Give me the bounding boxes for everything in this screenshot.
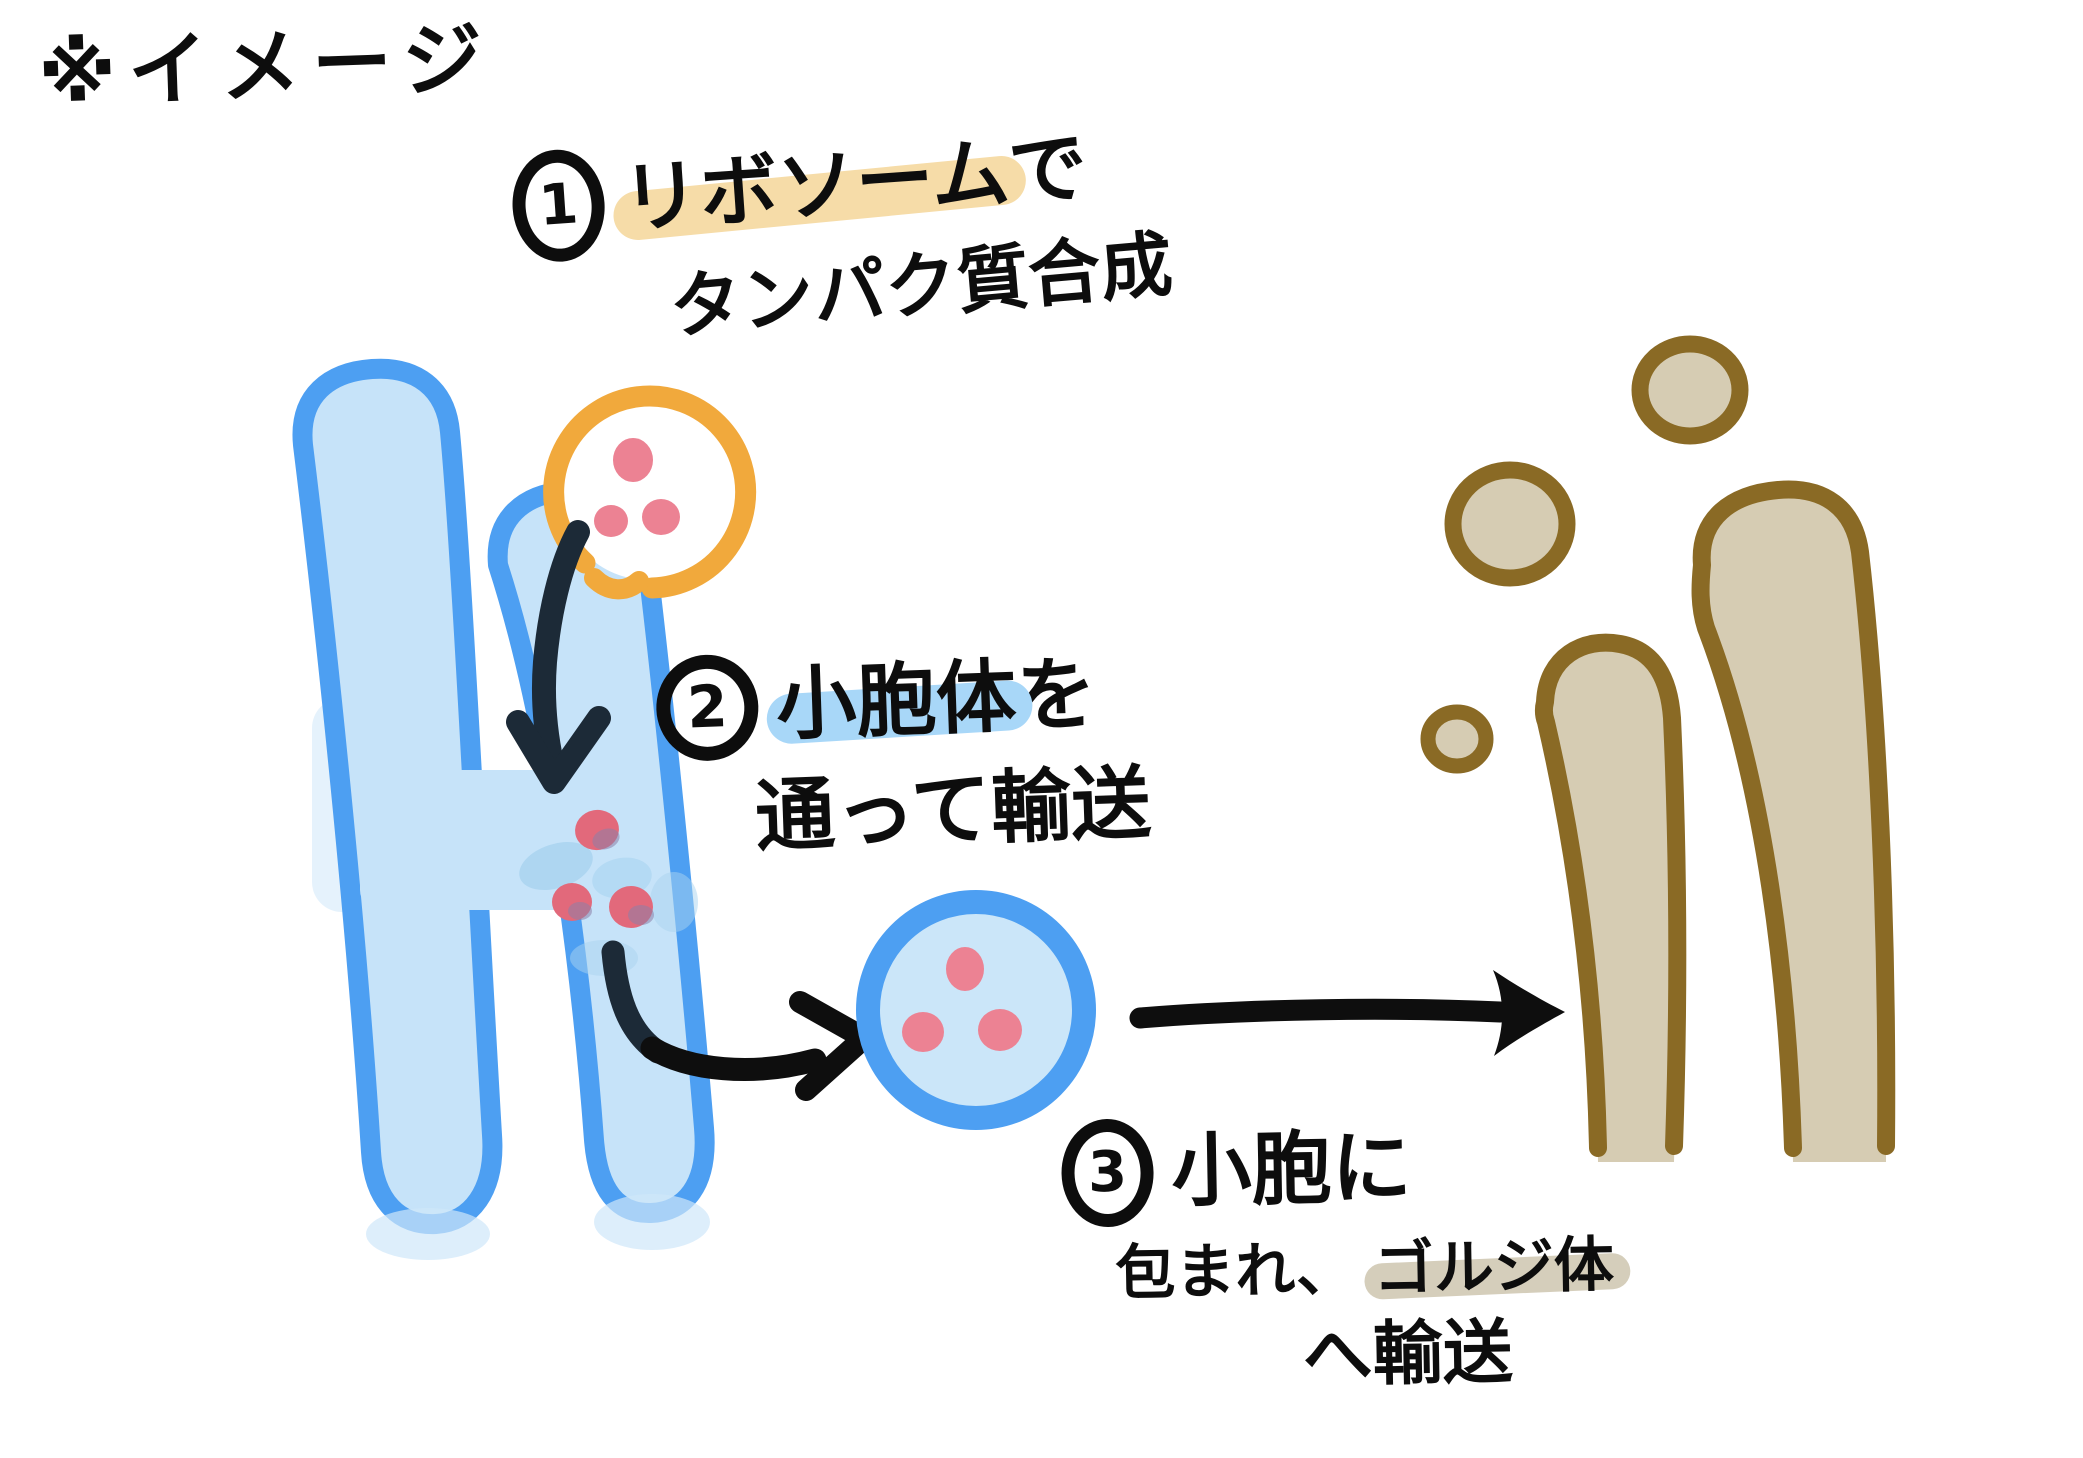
protein-dot-shade (592, 828, 620, 850)
er-right-leg-halo (594, 1194, 710, 1250)
golgi-cisterna-right (1700, 489, 1887, 1162)
arrow-shaft (1129, 998, 1511, 1029)
protein-dot (902, 1012, 944, 1052)
er-protein-dots (552, 809, 654, 928)
step-2-line-2: 通って輸送 (753, 756, 1153, 864)
circled-number-1: 1 (508, 146, 609, 265)
golgi-cisterna-middle (1544, 642, 1678, 1162)
golgi-body (1420, 335, 1896, 1162)
golgi-vesicle-top (1631, 335, 1749, 445)
step-3-line-1: 3 小胞に (1060, 1110, 1613, 1228)
arrow-ribosome-to-er (506, 520, 611, 794)
circled-number-2: 2 (654, 653, 761, 763)
er-lumen-shade-blob (650, 872, 698, 932)
highlighted-term-ribosome: リボソーム (619, 128, 1013, 246)
highlighted-term-golgi: ゴルジ体 (1373, 1230, 1615, 1305)
ribosome-ring (543, 385, 757, 599)
vesicle-protein-dots (902, 947, 1022, 1052)
step-3-line-2: 包まれ、ゴルジ体 (1114, 1230, 1615, 1309)
step-1-text: リボソームで (619, 123, 1090, 246)
transport-vesicle (856, 890, 1096, 1130)
ribosome-inner (560, 404, 736, 580)
protein-dot (642, 499, 680, 535)
protein-dot (613, 438, 653, 482)
step-2-annotation: 2 小胞体を 通って輸送 (654, 639, 1153, 864)
ribosome-ring-hook (584, 568, 649, 600)
arrow-head-right-icon (789, 991, 875, 1101)
er-left-leg-halo (366, 1208, 490, 1260)
circled-number-3: 3 (1060, 1118, 1155, 1228)
highlighted-term-er: 小胞体 (774, 650, 1018, 752)
ribosome-protein-dots (594, 438, 680, 537)
step-3-line-3: へ輸送 (1302, 1310, 1514, 1397)
golgi-vesicle-left (1444, 461, 1576, 587)
ribosome (543, 385, 757, 600)
step-3-annotation: 3 小胞に 包まれ、ゴルジ体 へ輸送 (1060, 1110, 1616, 1399)
protein-dot (946, 947, 984, 991)
arrow-head-down-icon (506, 706, 611, 794)
protein-dot (978, 1009, 1022, 1051)
protein-dot-shade (628, 905, 654, 925)
arrow-head-right-icon (1493, 970, 1565, 1056)
image-disclaimer-note: ※イメージ (36, 12, 496, 121)
step-2-text: 小胞体を (774, 647, 1098, 752)
vesicle-membrane (856, 890, 1096, 1130)
er-lumen-shade-blob (519, 842, 593, 890)
step-2-line-1: 2 小胞体を (654, 639, 1149, 763)
golgi-cisterna-right-outline (1691, 480, 1896, 1157)
protein-dot-shade (568, 902, 592, 920)
protein-dot (594, 505, 628, 537)
golgi-vesicle-small (1420, 704, 1494, 774)
golgi-cisterna-middle-outline (1535, 633, 1687, 1157)
arrow-shaft (640, 1036, 827, 1081)
step-3-line-2-text: 包まれ、 (1114, 1234, 1357, 1309)
step-3-text: 小胞に (1170, 1120, 1413, 1218)
arrow-shaft (532, 520, 590, 775)
arrow-vesicle-to-golgi (1129, 970, 1565, 1056)
